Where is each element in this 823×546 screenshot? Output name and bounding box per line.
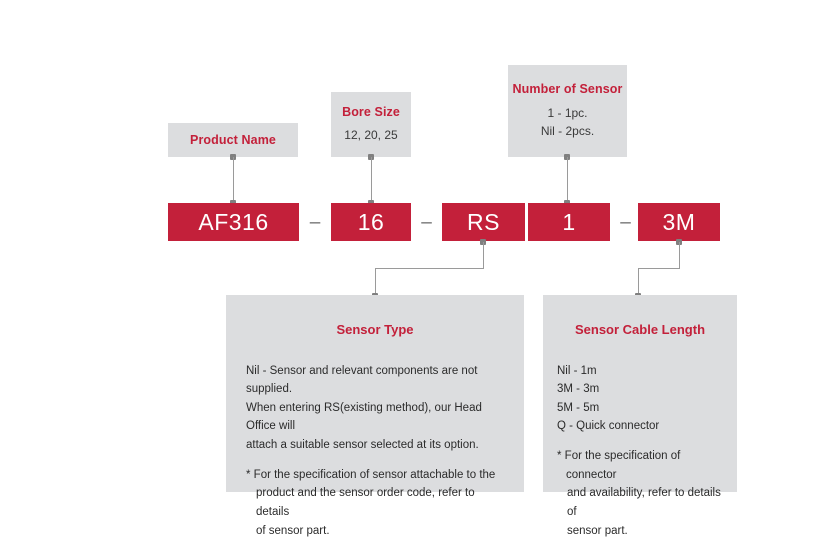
code-segment-sensor-type-value: RS [467, 208, 500, 235]
detail-sensor-cable-length-note-line-1: * For the specification of connector [557, 450, 681, 481]
code-segment-number-of-sensor-value: 1 [562, 208, 576, 235]
detail-sensor-type-note-line-2: product and the sensor order code, refer… [256, 487, 475, 518]
detail-sensor-cable-length-note-line-2: and availability, refer to details of [567, 487, 721, 518]
list-item: 3M - 3m [557, 383, 600, 396]
code-segment-sensor-cable-length[interactable]: 3M [638, 203, 720, 241]
connector-line-sensor-type-v1 [483, 242, 484, 268]
code-segment-sensor-cable-length-value: 3M [662, 208, 696, 235]
code-separator-1: – [303, 203, 327, 241]
callout-bore-size-options: 12, 20, 25 [344, 127, 398, 142]
detail-sensor-cable-length-note-line-3: sensor part. [567, 524, 628, 537]
code-segment-number-of-sensor[interactable]: 1 [528, 203, 610, 241]
code-segment-product-name-value: AF316 [198, 208, 269, 235]
connector-line-product-name [233, 157, 234, 203]
callout-number-of-sensor-title: Number of Sensor [512, 82, 623, 97]
detail-panel-sensor-cable-length-body: Nil - 1m 3M - 3m 5M - 5m Q - Quick conne… [543, 362, 737, 541]
code-segment-bore-size[interactable]: 16 [331, 203, 411, 241]
detail-sensor-cable-length-options: Nil - 1m 3M - 3m 5M - 5m Q - Quick conne… [557, 362, 725, 437]
code-separator-2: – [414, 203, 439, 241]
code-segment-bore-size-value: 16 [357, 208, 385, 235]
callout-product-name: Product Name [168, 123, 298, 157]
detail-sensor-type-paragraph-line-1: Nil - Sensor and relevant components are… [246, 364, 478, 396]
list-item: Q - Quick connector [557, 420, 660, 433]
connector-line-bore-size [371, 157, 372, 203]
code-segment-sensor-type[interactable]: RS [442, 203, 525, 241]
code-separator-3: – [613, 203, 638, 241]
connector-line-number-of-sensor [567, 157, 568, 203]
code-separator-2-glyph: – [421, 211, 432, 233]
list-item: 5M - 5m [557, 401, 600, 414]
detail-sensor-cable-length-note: * For the specification of connector and… [557, 447, 725, 540]
detail-sensor-type-note-line-3: of sensor part. [256, 524, 330, 537]
code-separator-1-glyph: – [309, 211, 321, 233]
connector-line-sensor-type-h [375, 268, 484, 269]
connector-line-sensor-cable-length-v1 [679, 242, 680, 268]
callout-bore-size: Bore Size 12, 20, 25 [331, 92, 411, 157]
detail-panel-sensor-type-body: Nil - Sensor and relevant components are… [226, 362, 524, 541]
list-item: Nil - 1m [557, 364, 597, 377]
code-separator-3-glyph: – [620, 211, 631, 233]
detail-panel-sensor-type-title: Sensor Type [336, 322, 414, 337]
detail-panel-sensor-type: Sensor Type Nil - Sensor and relevant co… [226, 295, 524, 537]
callout-number-of-sensor-option-2: Nil - 2pcs. [540, 123, 595, 138]
callout-number-of-sensor: Number of Sensor 1 - 1pc. Nil - 2pcs. [508, 65, 627, 157]
detail-sensor-type-note-line-1: * For the specification of sensor attach… [246, 468, 496, 481]
connector-line-sensor-cable-length-v2 [638, 268, 639, 297]
detail-panel-sensor-cable-length-title: Sensor Cable Length [574, 322, 706, 337]
code-segment-product-name[interactable]: AF316 [168, 203, 299, 241]
callout-product-name-title: Product Name [190, 132, 276, 147]
detail-sensor-type-note: * For the specification of sensor attach… [246, 466, 506, 541]
connector-line-sensor-type-v2 [375, 268, 376, 297]
detail-sensor-type-paragraph: Nil - Sensor and relevant components are… [246, 362, 506, 455]
callout-bore-size-title: Bore Size [342, 104, 400, 119]
detail-sensor-type-paragraph-line-3: attach a suitable sensor selected at its… [246, 439, 479, 452]
connector-line-sensor-cable-length-h [638, 268, 680, 269]
callout-number-of-sensor-option-1: 1 - 1pc. [547, 106, 588, 121]
detail-sensor-type-paragraph-line-2: When entering RS(existing method), our H… [246, 401, 482, 433]
detail-panel-sensor-cable-length: Sensor Cable Length Nil - 1m 3M - 3m 5M … [543, 295, 737, 537]
